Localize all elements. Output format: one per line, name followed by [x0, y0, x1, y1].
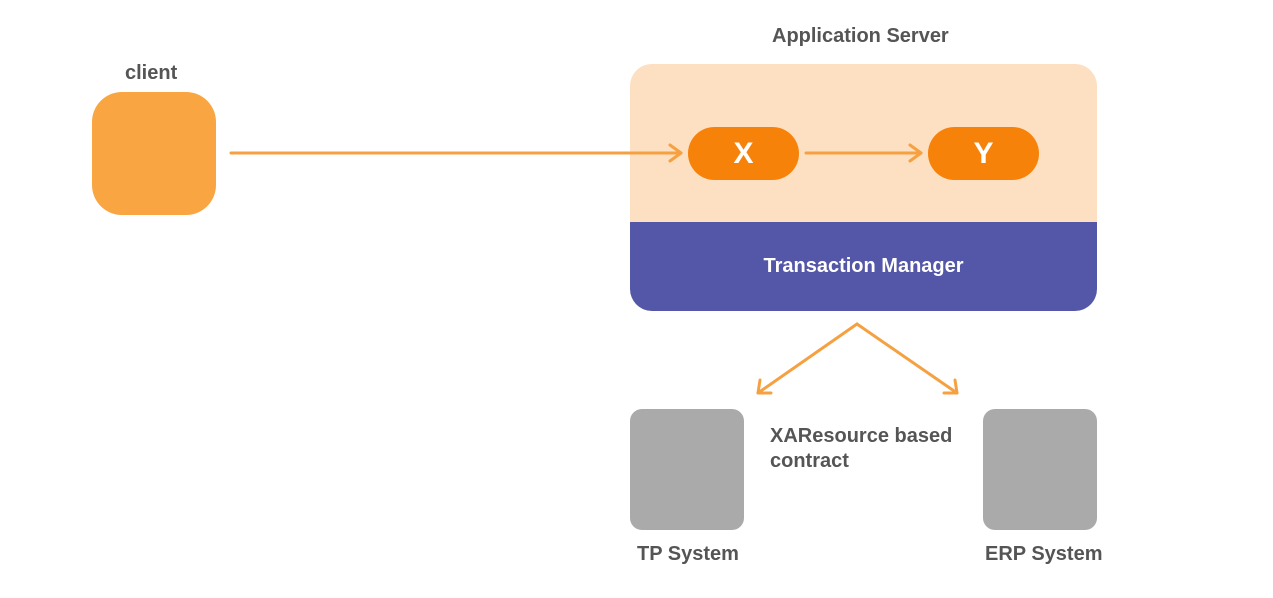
arrow-tm-to-tp: [756, 322, 859, 395]
arrowhead-tm-to-tp: [756, 378, 773, 395]
contract-label: XAResource based contract: [770, 424, 970, 474]
component-x: X: [688, 127, 799, 180]
tp-system-node: [630, 409, 744, 530]
contract-label-line1: XAResource based: [770, 425, 953, 447]
client-node: [92, 92, 216, 215]
erp-system-label: ERP System: [985, 543, 1103, 565]
app-server-container: X Y Transaction Manager: [630, 64, 1097, 311]
transaction-manager: Transaction Manager: [630, 222, 1097, 311]
arrowhead-tm-to-erp: [942, 378, 959, 395]
erp-system-node: [983, 409, 1097, 530]
component-y: Y: [928, 127, 1039, 180]
client-label: client: [125, 62, 178, 84]
app-server-components-area: X Y: [630, 64, 1097, 222]
arrow-tm-to-erp: [855, 322, 959, 395]
contract-label-line2: contract: [770, 450, 849, 472]
tp-system-label: TP System: [637, 543, 739, 565]
app-server-title: Application Server: [772, 25, 949, 47]
